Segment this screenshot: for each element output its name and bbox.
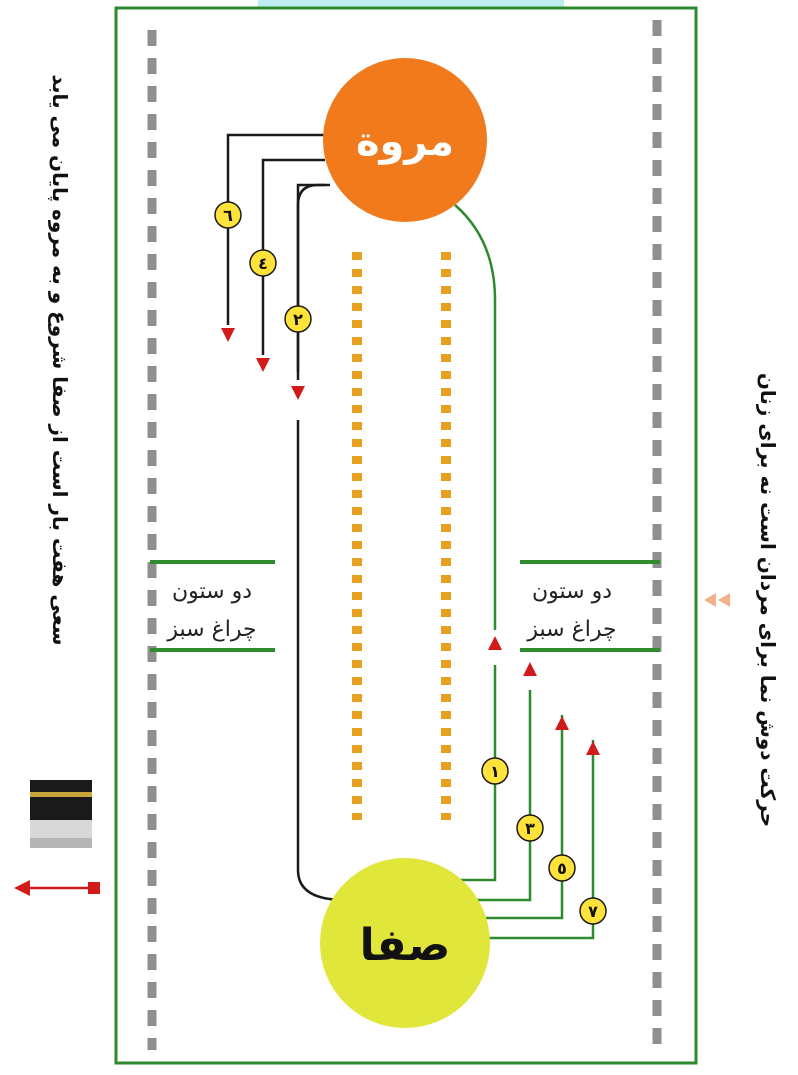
right-pillar-label-2: چراغ سبز [526,617,616,642]
left-caption-text: سعی هفت بار است از صفا شروع و به مروه پا… [48,74,72,646]
lap-badge-4-label: ٤ [258,254,268,273]
lap-7-arrow [586,741,600,755]
lap-5-arrow [555,716,569,730]
lap-badge-7-label: ٧ [588,902,598,921]
lap-1-arrow [488,636,502,650]
kaaba-icon [30,780,92,848]
marwah-label: مروة [356,119,454,165]
lap-4-path [261,158,325,355]
lap-badge-1-label: ١ [490,762,500,781]
masa-frame [114,6,698,1065]
safa-label: صفا [360,920,451,971]
lap-5-path [485,715,564,920]
lap-2-path [296,183,325,380]
lap-7-path [488,740,595,940]
forward-path-top [454,204,497,630]
lap-badge-1: ١ [481,757,509,785]
return-path [296,183,346,902]
lap-badge-5: ٥ [548,854,576,882]
left-pillar-label-2: چراغ سبز [166,617,256,642]
lap-badge-3: ٣ [516,814,544,842]
lap-3-arrow [523,662,537,676]
lap-badge-2-label: ٢ [293,310,303,329]
lap-6-arrow [221,328,235,342]
lap-badge-4: ٤ [249,249,277,277]
lap-2-arrow [291,386,305,400]
right-pillar-label-1: دو ستون [532,579,612,604]
top-band [258,0,564,8]
right-caption-text: حرکت دوش نما برای مردان است نه برای زنان [756,372,780,828]
lap-1-path [460,665,497,882]
lap-badge-2: ٢ [284,305,312,333]
lap-badge-6-label: ٦ [223,206,233,225]
lap-badge-5-label: ٥ [557,859,567,878]
double-chevron-icon [704,593,730,607]
lap-3-path [475,690,532,902]
marwah-hill [323,58,487,222]
lap-badge-7: ٧ [579,897,607,925]
safa-hill [320,858,490,1028]
lap-6-path [226,133,325,325]
lap-4-arrow [256,358,270,372]
left-pillar-label-1: دو ستون [172,579,252,604]
lap-badge-3-label: ٣ [525,819,535,838]
qibla-arrow-icon [14,880,100,896]
lap-badge-6: ٦ [214,201,242,229]
